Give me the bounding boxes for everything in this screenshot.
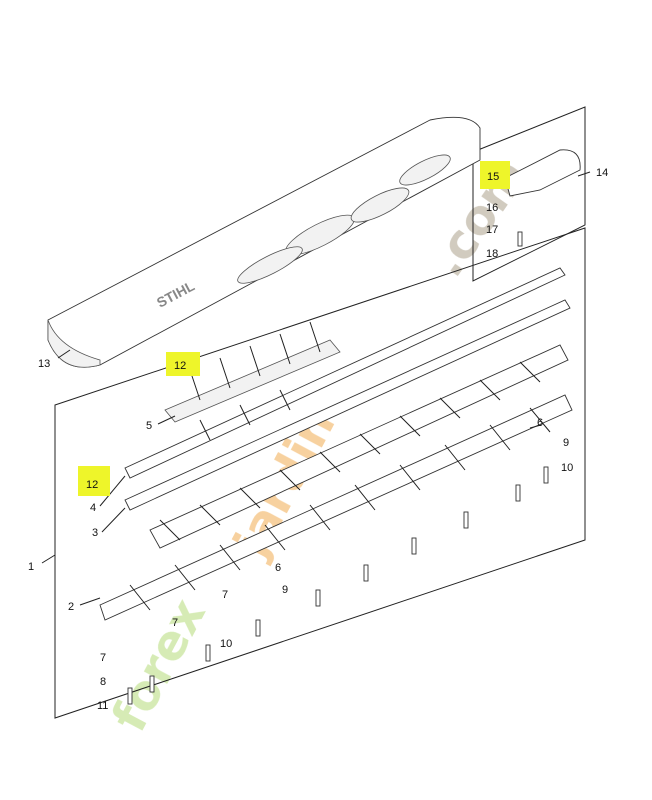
cutter-blade-lower (99, 394, 573, 621)
callout-3: 3 (92, 527, 98, 539)
callout-4: 4 (90, 502, 96, 514)
callout-15-highlight (480, 161, 510, 189)
small-guard (504, 149, 581, 197)
callout-17: 17 (486, 224, 498, 236)
lever-part-5 (164, 321, 341, 441)
callout-11: 11 (97, 700, 108, 712)
leader-lines (41, 171, 591, 606)
callout-12a: 12 (174, 360, 186, 372)
callout-1: 1 (28, 561, 34, 573)
callout-9b: 9 (282, 584, 288, 596)
callout-10a: 10 (561, 462, 573, 474)
cutter-blade-upper (149, 344, 569, 549)
callout-10b: 10 (220, 638, 232, 650)
callout-7b: 7 (172, 617, 178, 629)
clamping-plate-3 (124, 299, 571, 511)
screws (127, 231, 549, 705)
callout-18: 18 (486, 248, 498, 260)
handguard-frame (472, 106, 586, 282)
callout-6b: 6 (275, 562, 281, 574)
callout-15: 15 (487, 171, 499, 183)
callout-14: 14 (596, 167, 608, 179)
callouts: 1 2 3 4 5 6 6 7 7 7 8 9 9 10 10 11 12 12… (28, 161, 608, 712)
callout-12a-highlight (166, 352, 200, 376)
callout-13: 13 (38, 358, 50, 370)
callout-12b-highlight (78, 466, 110, 496)
callout-7c: 7 (100, 652, 106, 664)
callout-6a: 6 (537, 417, 543, 429)
clamping-plate-4 (124, 267, 566, 479)
callout-5: 5 (146, 420, 152, 432)
callout-2: 2 (68, 601, 74, 613)
assembly-frame (54, 227, 586, 719)
callout-9a: 9 (563, 437, 569, 449)
callout-12b: 12 (86, 479, 98, 491)
callout-8: 8 (100, 676, 106, 688)
hand-guard: STIHL (47, 116, 481, 368)
callout-7a: 7 (222, 589, 228, 601)
callout-16: 16 (486, 202, 498, 214)
